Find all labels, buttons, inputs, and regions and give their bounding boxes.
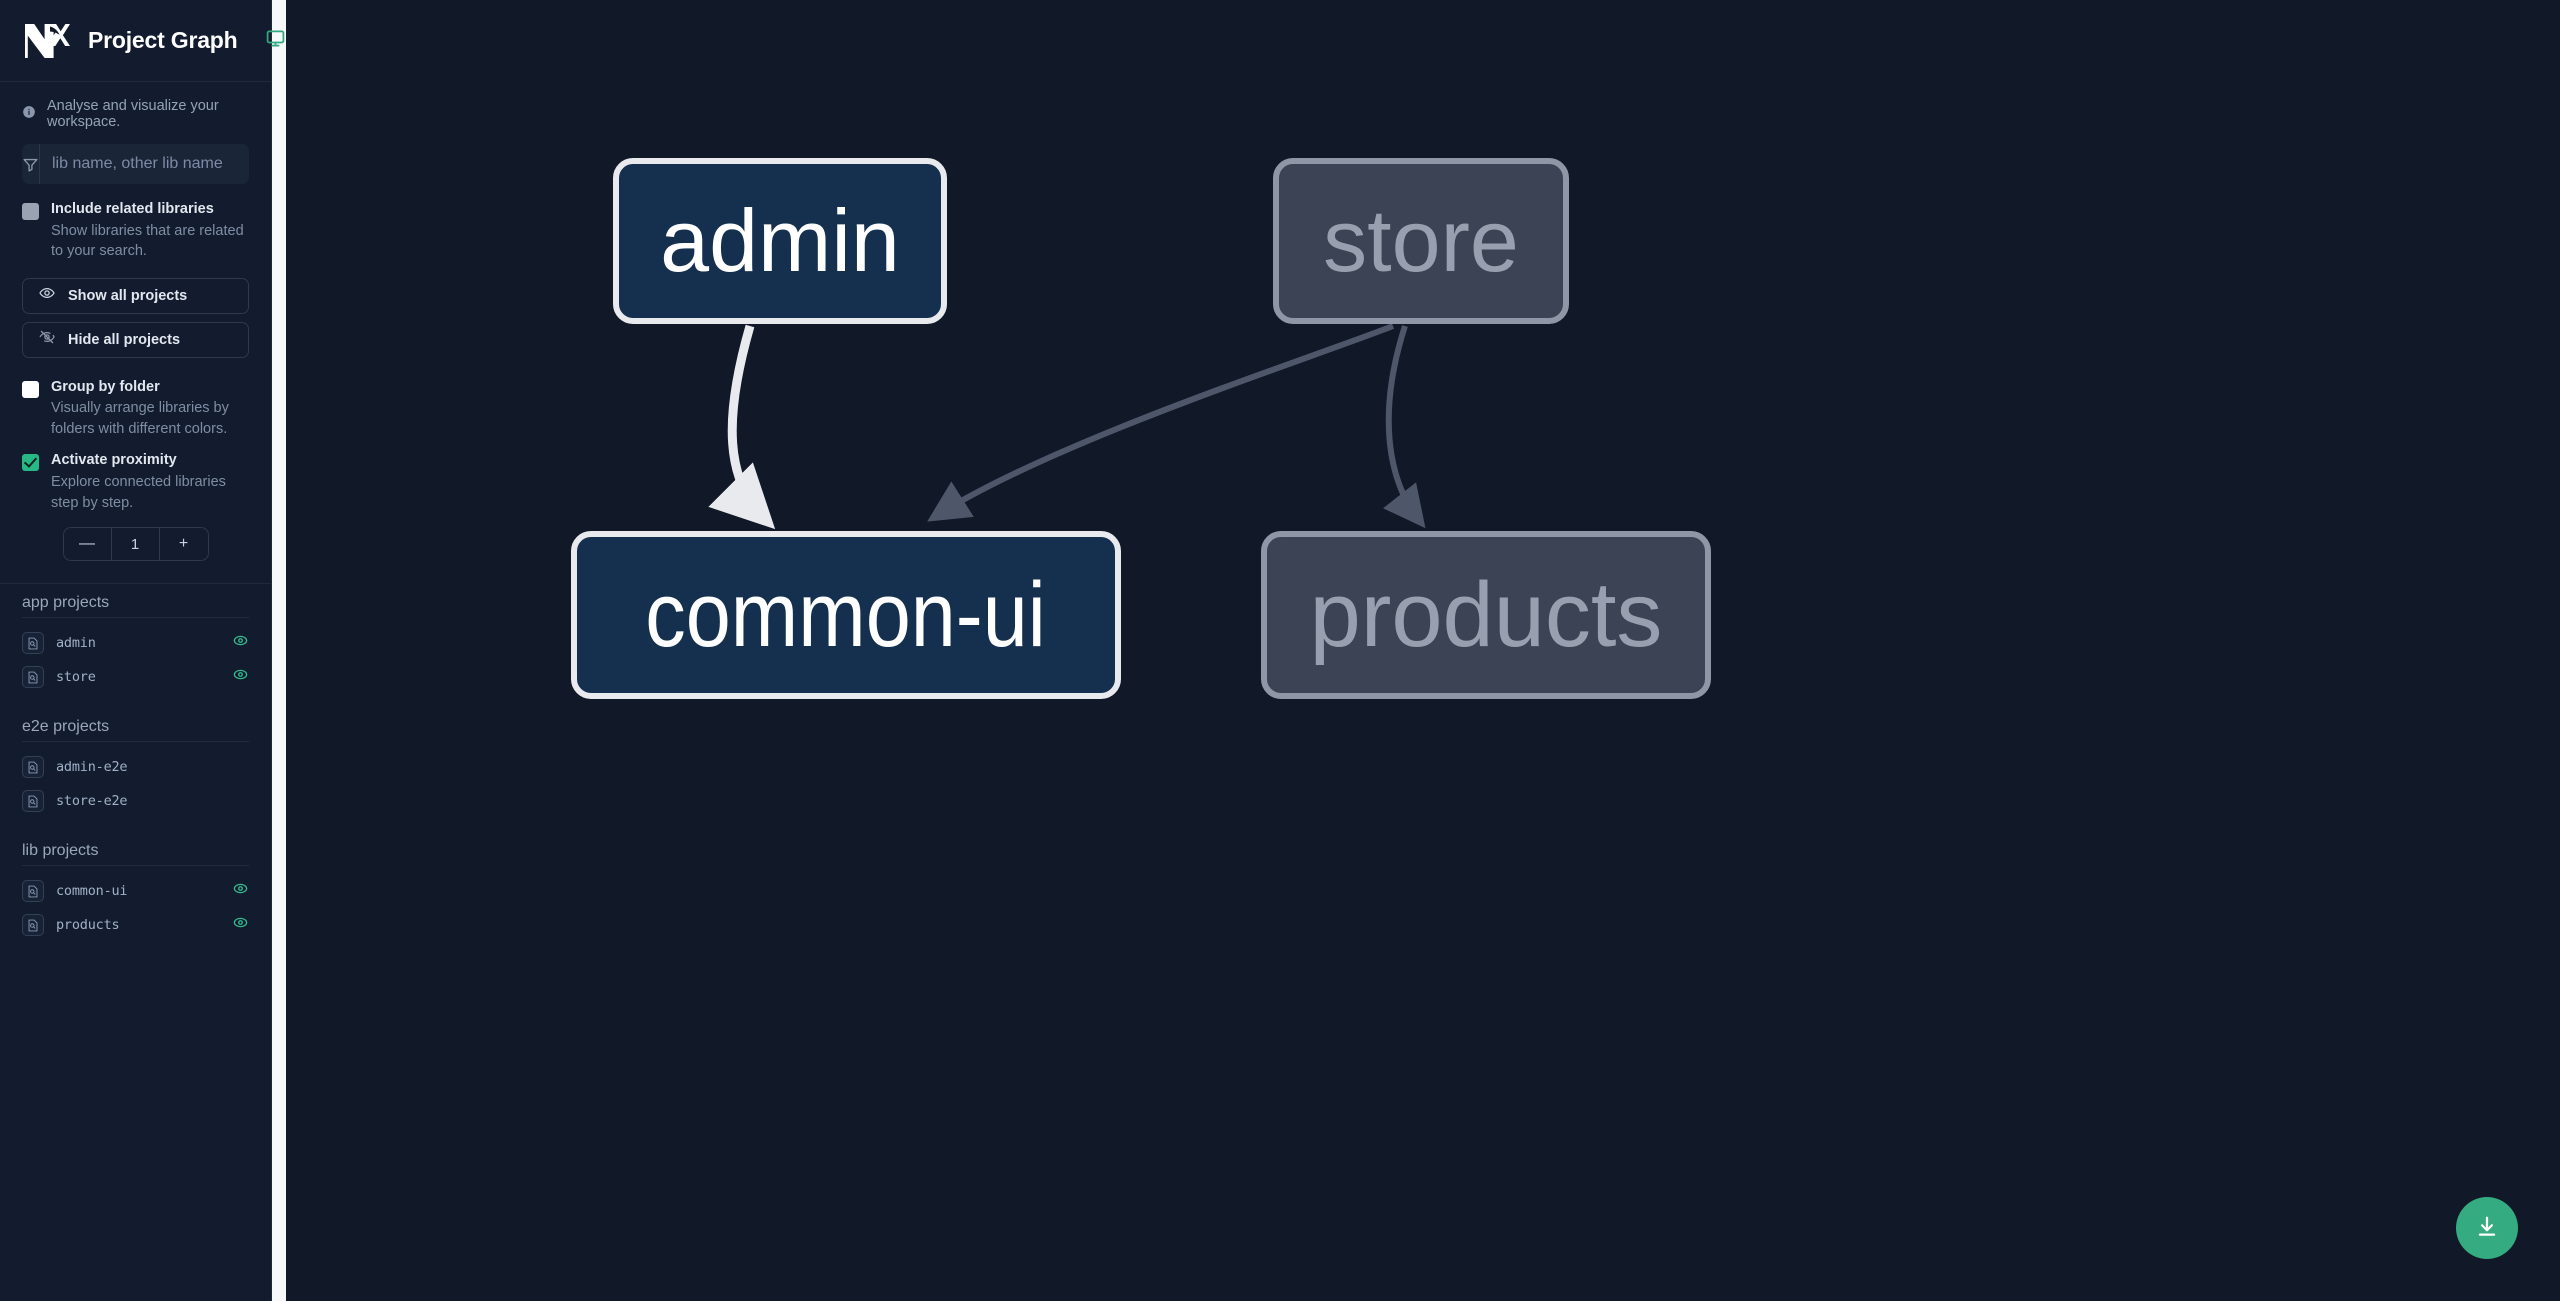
hide-all-projects-label: Hide all projects	[68, 331, 181, 348]
download-icon	[2474, 1214, 2500, 1243]
activate-proximity-description: Explore connected libraries step by step…	[51, 474, 226, 511]
eye-open-icon[interactable]	[232, 633, 249, 653]
project-file-icon	[22, 790, 44, 813]
project-name: common-ui	[56, 883, 128, 900]
edge-store-to-products	[1383, 325, 1426, 529]
graph-node-products[interactable]: products	[1261, 531, 1711, 699]
sidebar-controls: Include related libraries Show libraries…	[0, 144, 271, 571]
eye-open-icon[interactable]	[232, 881, 249, 901]
sidebar-subtitle-text: Analyse and visualize your workspace.	[47, 98, 219, 130]
graph-node-admin-label: admin	[660, 191, 900, 290]
hide-all-projects-button[interactable]: Hide all projects	[22, 321, 249, 358]
monitor-icon[interactable]	[266, 29, 285, 53]
proximity-stepper-wrap: — 1 +	[22, 527, 249, 562]
edge-store-to-common-ui	[927, 323, 1395, 522]
activate-proximity-checkbox[interactable]	[22, 454, 39, 472]
project-name: admin-e2e	[56, 759, 128, 776]
project-group-app: app projects admin	[22, 594, 249, 694]
option-include-related-libraries[interactable]: Include related libraries Show libraries…	[22, 194, 249, 262]
eye-open-icon[interactable]	[232, 915, 249, 935]
sidebar: Project Graph Analyse and visualize your…	[0, 0, 284, 1301]
search-input[interactable]	[40, 144, 249, 184]
activate-proximity-label: Activate proximity	[51, 452, 177, 469]
graph-node-admin[interactable]: admin	[613, 158, 947, 324]
group-by-folder-description: Visually arrange libraries by folders wi…	[51, 400, 229, 437]
eye-off-icon	[39, 329, 55, 350]
graph-node-common-ui-label: common-ui	[645, 564, 1047, 666]
info-icon	[22, 105, 36, 123]
project-row-common-ui[interactable]: common-ui	[22, 874, 249, 908]
project-groups: app projects admin	[0, 584, 271, 1301]
eye-icon	[39, 285, 55, 306]
option-activate-proximity[interactable]: Activate proximity Explore connected lib…	[22, 445, 249, 513]
graph-node-common-ui[interactable]: common-ui	[571, 531, 1121, 699]
include-related-libraries-description: Show libraries that are related to your …	[51, 222, 244, 260]
search-row	[22, 144, 249, 184]
graph-node-store[interactable]: store	[1273, 158, 1569, 324]
project-row-store-e2e[interactable]: store-e2e	[22, 784, 249, 818]
sidebar-divider	[0, 583, 271, 585]
show-all-projects-button[interactable]: Show all projects	[22, 277, 249, 314]
project-graph-canvas[interactable]: admin store common-ui products	[286, 0, 2560, 1301]
proximity-decrement-button[interactable]: —	[64, 528, 112, 561]
filter-icon	[22, 144, 40, 184]
project-file-icon	[22, 756, 44, 779]
project-group-e2e-title: e2e projects	[22, 718, 249, 743]
action-buttons: Show all projects Hide all projects	[22, 277, 249, 358]
proximity-increment-button[interactable]: +	[178, 535, 189, 553]
include-related-libraries-label: Include related libraries	[51, 201, 214, 217]
project-name: store-e2e	[56, 793, 128, 810]
edge-admin-to-common-ui	[708, 324, 776, 530]
eye-open-icon[interactable]	[232, 667, 249, 687]
download-graph-button[interactable]	[2456, 1197, 2518, 1259]
sidebar-resize-handle[interactable]	[272, 0, 286, 1301]
page-title: Project Graph	[88, 27, 238, 53]
graph-node-products-label: products	[1309, 564, 1663, 666]
project-row-products[interactable]: products	[22, 908, 249, 942]
project-file-icon	[22, 666, 44, 689]
show-all-projects-label: Show all projects	[68, 287, 188, 304]
project-name: products	[56, 917, 120, 934]
project-file-icon	[22, 880, 44, 903]
project-group-lib-title: lib projects	[22, 842, 249, 867]
project-file-icon	[22, 914, 44, 937]
group-by-folder-checkbox[interactable]	[22, 380, 39, 398]
project-group-lib: lib projects common-ui	[22, 842, 249, 942]
project-name: store	[56, 669, 96, 686]
option-group-by-folder[interactable]: Group by folder Visually arrange librari…	[22, 372, 249, 440]
project-name: admin	[56, 635, 96, 652]
graph-node-store-label: store	[1323, 191, 1519, 290]
include-related-libraries-checkbox[interactable]	[22, 203, 39, 220]
sidebar-header: Project Graph	[0, 0, 284, 82]
proximity-stepper: — 1 +	[62, 527, 209, 562]
project-group-e2e: e2e projects admin-e2e	[22, 718, 249, 818]
sidebar-subtitle: Analyse and visualize your workspace.	[0, 82, 271, 144]
project-row-store[interactable]: store	[22, 660, 249, 694]
nx-logo-icon	[22, 18, 70, 64]
project-group-app-title: app projects	[22, 594, 249, 619]
project-row-admin-e2e[interactable]: admin-e2e	[22, 750, 249, 784]
group-by-folder-label: Group by folder	[51, 378, 160, 395]
project-file-icon	[22, 632, 44, 655]
project-row-admin[interactable]: admin	[22, 626, 249, 660]
proximity-value: 1	[112, 528, 160, 561]
graph-edges	[708, 323, 1426, 530]
